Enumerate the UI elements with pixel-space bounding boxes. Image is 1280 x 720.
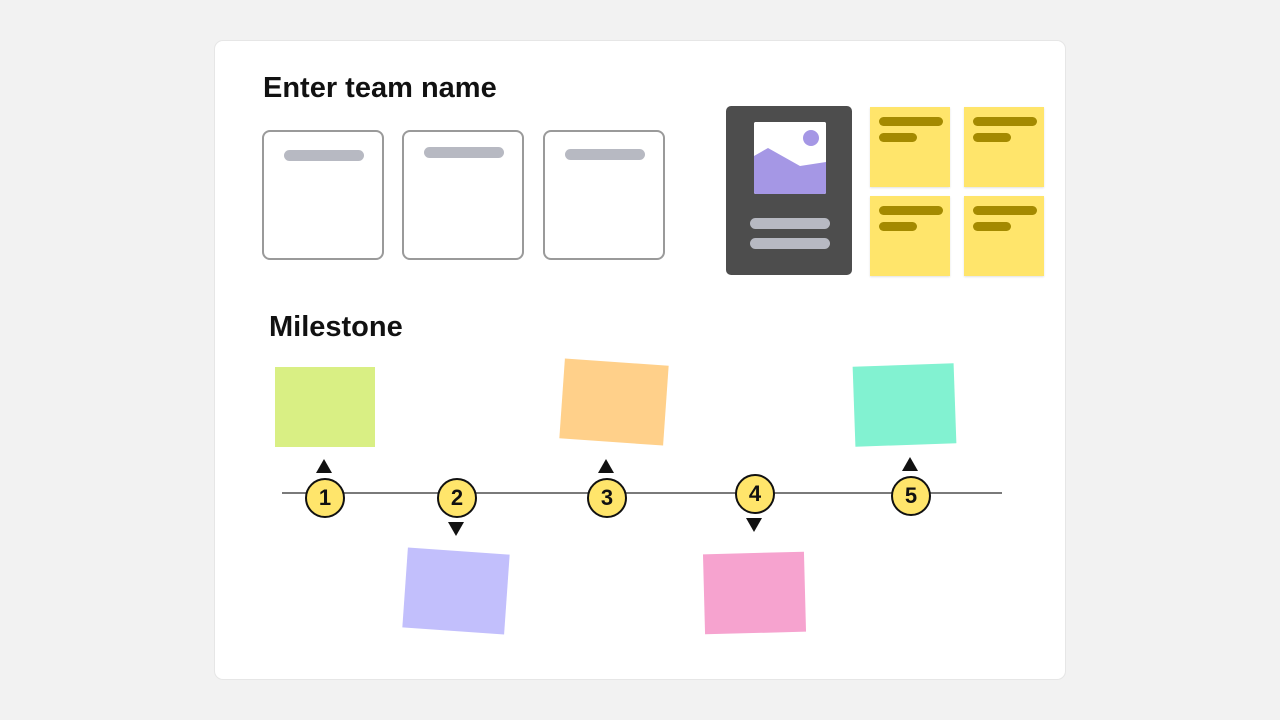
placeholder-line <box>973 206 1037 215</box>
team-name-title[interactable]: Enter team name <box>263 72 497 104</box>
placeholder-line <box>879 206 943 215</box>
sticky-note-1[interactable] <box>870 107 950 187</box>
placeholder-line <box>973 117 1037 126</box>
sticky-note-4[interactable] <box>964 196 1044 276</box>
image-placeholder <box>754 122 826 194</box>
milestone-marker-3[interactable]: 3 <box>587 478 627 518</box>
placeholder-bar <box>750 238 830 249</box>
member-card-2[interactable] <box>402 130 524 260</box>
timeline-line <box>282 492 1002 494</box>
photo-card[interactable] <box>726 106 852 275</box>
member-card-3[interactable] <box>543 130 665 260</box>
placeholder-bar <box>750 218 830 229</box>
milestone-note-3[interactable] <box>559 358 669 446</box>
milestone-marker-2[interactable]: 2 <box>437 478 477 518</box>
sticky-note-3[interactable] <box>870 196 950 276</box>
placeholder-line <box>879 222 917 231</box>
milestone-marker-1[interactable]: 1 <box>305 478 345 518</box>
milestone-note-1[interactable] <box>275 367 375 447</box>
milestone-marker-4[interactable]: 4 <box>735 474 775 514</box>
arrow-up-icon <box>598 459 614 473</box>
placeholder-bar <box>424 147 504 158</box>
placeholder-line <box>973 133 1011 142</box>
arrow-up-icon <box>316 459 332 473</box>
member-card-1[interactable] <box>262 130 384 260</box>
placeholder-bar <box>284 150 364 161</box>
placeholder-bar <box>565 149 645 160</box>
milestone-note-5[interactable] <box>852 363 957 447</box>
milestone-note-2[interactable] <box>402 547 510 635</box>
arrow-down-icon <box>448 522 464 536</box>
milestone-marker-5[interactable]: 5 <box>891 476 931 516</box>
image-icon <box>754 122 826 194</box>
placeholder-line <box>879 133 917 142</box>
sticky-note-2[interactable] <box>964 107 1044 187</box>
milestone-note-4[interactable] <box>702 551 807 635</box>
arrow-down-icon <box>746 518 762 532</box>
milestone-title[interactable]: Milestone <box>269 311 403 343</box>
placeholder-line <box>879 117 943 126</box>
placeholder-line <box>973 222 1011 231</box>
arrow-up-icon <box>902 457 918 471</box>
